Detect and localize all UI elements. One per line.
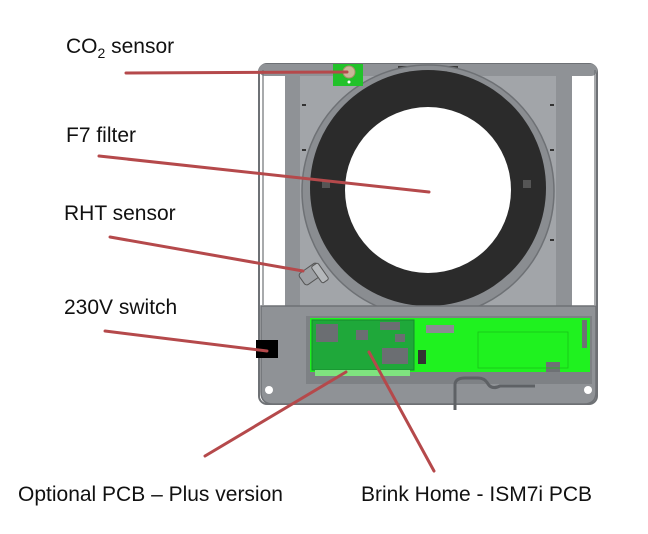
filter-clip-right (523, 180, 531, 188)
rht-sensor-fitting (298, 262, 329, 286)
co2-sensor-label: CO2 sensor (66, 35, 175, 61)
power-switch (256, 340, 278, 358)
mount-hole-left (265, 386, 273, 394)
pcb-chip (426, 325, 454, 333)
leader-230v (103, 329, 269, 353)
co2-subscript: 2 (97, 45, 106, 61)
f7-filter (301, 64, 555, 318)
filter-clip-left (322, 180, 330, 188)
cable (453, 376, 535, 410)
optional-pcb-label: Optional PCB – Plus version (18, 483, 283, 506)
leader-rht (108, 235, 305, 273)
optional-pcb-connectors (315, 370, 410, 376)
rht-sensor-label: RHT sensor (64, 202, 176, 225)
leader-lines (97, 70, 436, 473)
leader-optional-pcb (203, 370, 348, 458)
co2-prefix: CO (66, 35, 98, 58)
co2-suffix: sensor (105, 35, 175, 58)
co2-sensor-board (333, 64, 363, 86)
brink-pcb-label: Brink Home - ISM7i PCB (361, 483, 593, 506)
leader-brink-pcb (367, 350, 436, 473)
mount-hole-right (584, 386, 592, 394)
leader-f7 (97, 154, 431, 194)
optional-pcb (311, 319, 415, 376)
filter-center (345, 107, 511, 273)
leader-co2 (124, 70, 349, 75)
pcb-terminal (546, 362, 560, 372)
switch-230v-label: 230V switch (64, 296, 178, 319)
pcb-header (582, 320, 587, 348)
f7-filter-label: F7 filter (66, 124, 137, 147)
pcb-connector (418, 350, 426, 364)
